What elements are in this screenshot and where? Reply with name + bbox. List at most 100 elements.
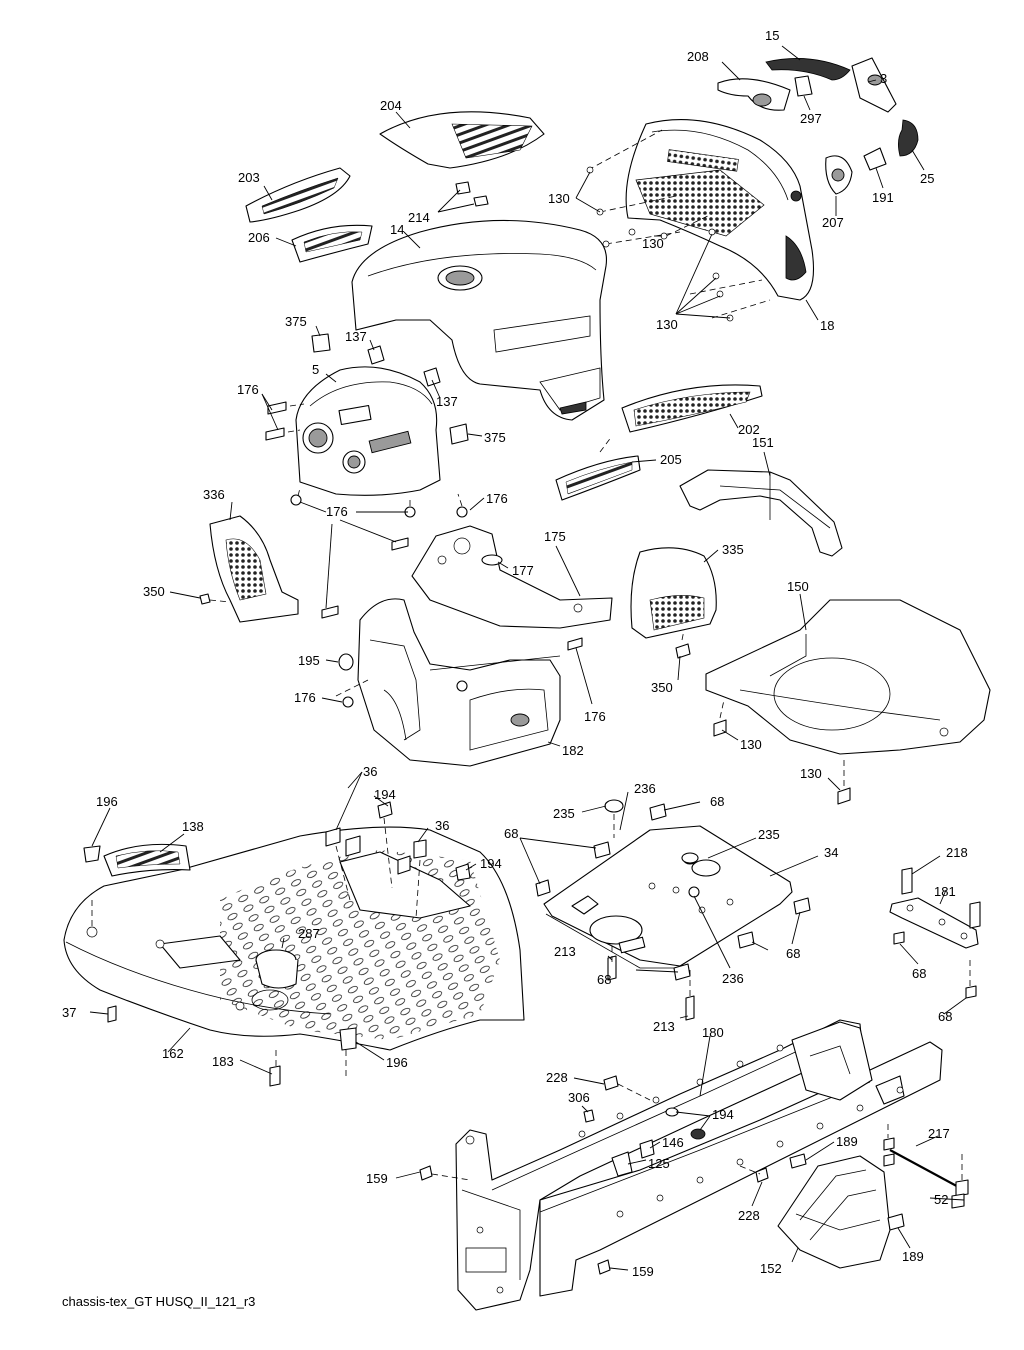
callout-236-a: 236 [634,781,656,796]
part-177-knob [481,554,503,566]
callout-137-a: 137 [345,329,367,344]
callout-150: 150 [787,579,809,594]
callout-350-b: 350 [651,680,673,695]
plate-group [535,799,811,1021]
callout-336: 336 [203,487,225,502]
callout-236-b: 236 [722,971,744,986]
callout-177: 177 [512,563,534,578]
callout-194-a: 194 [374,787,396,802]
callout-130-a: 130 [548,191,570,206]
part-208-bracket [717,78,791,111]
fender-group [321,525,613,767]
callout-146: 146 [662,1135,684,1150]
callout-37: 162 [162,1046,184,1061]
callout-218: 181 [934,884,956,899]
part-235-spacer [604,799,624,813]
callout-196: 138 [182,819,204,834]
callout-125: 125 [648,1156,670,1171]
callout-205: 205 [660,452,682,467]
part-34-plate [543,825,793,967]
callout-287: 37 [62,1005,76,1020]
callout-202: 202 [738,422,760,437]
callout-159-a: 159 [366,1171,388,1186]
callout-18: 18 [820,318,834,333]
part-25-lens [898,119,919,157]
seat-bracket-group [777,1124,969,1269]
callout-175: 175 [544,529,566,544]
callout-180: 180 [702,1025,724,1040]
callout-176-a: 176 [237,382,259,397]
callout-204: 204 [380,98,402,113]
callout-130-b: 130 [642,236,664,251]
callout-68-d: 68 [597,972,611,987]
part-150-pan [705,599,991,755]
part-191-bulb [863,147,887,171]
dash-group [265,333,763,518]
callout-leaders [89,45,967,1271]
callout-159-b: 159 [632,1264,654,1279]
callout-5: 5 [312,362,319,377]
part-15-trim [765,58,851,81]
bracket-group [679,469,991,805]
hood-group [245,57,919,421]
callout-130-c: 130 [656,317,678,332]
callout-195: 195 [298,653,320,668]
callout-375-b: 375 [484,430,506,445]
callout-194-b: 194 [480,856,502,871]
callout-25: 25 [920,171,934,186]
part-217-rod [889,1149,965,1191]
part-14-hood [351,219,608,421]
part-375-clip [311,333,331,353]
part-137-clip [367,345,385,365]
callout-68-f: 68 [938,1009,952,1024]
callout-151: 151 [752,435,774,450]
covers-group [199,515,717,659]
bracket-218-group [889,867,981,999]
callout-176-b: 176 [486,491,508,506]
callout-235-b: 235 [758,827,780,842]
callout-194-c: 194 [712,1107,734,1122]
part-151-bracket [679,469,843,557]
callout-203: 203 [238,170,260,185]
callout-15: 15 [765,28,779,43]
part-181-grommet [83,845,101,863]
callout-137-b: 137 [436,394,458,409]
callout-130-e: 130 [800,766,822,781]
part-5-dash [295,366,441,496]
callout-52: 52 [934,1192,948,1207]
callout-68-e: 68 [912,966,926,981]
callout-130-d: 130 [740,737,762,752]
frame-group [419,1019,943,1311]
callout-176-e: 176 [584,709,606,724]
callout-labels: 15 208 3 297 25 191 207 204 203 214 206 … [62,28,968,1279]
footrest-group [63,801,525,1087]
part-208-lens [752,93,772,107]
callout-34: 34 [824,845,838,860]
callout-217: 217 [928,1126,950,1141]
callout-176-c: 176 [326,504,348,519]
diagram-caption: chassis-tex_GT HUSQ_II_121_r3 [62,1294,256,1309]
part-297-clip [794,75,813,97]
callout-206: 206 [248,230,270,245]
callout-228-a: 228 [546,1070,568,1085]
callout-181-a: 196 [96,794,118,809]
callout-375-a: 375 [285,314,307,329]
callout-335: 335 [722,542,744,557]
callout-214: 214 [408,210,430,225]
callout-68-a: 68 [710,794,724,809]
callout-350-a: 350 [143,584,165,599]
callout-191: 191 [872,190,894,205]
callout-306: 306 [568,1090,590,1105]
callout-36-a: 36 [363,764,377,779]
callout-297: 297 [800,111,822,126]
callout-189-b: 189 [902,1249,924,1264]
callout-228-b: 228 [738,1208,760,1223]
callout-176-d: 176 [294,690,316,705]
callout-68-c: 68 [786,946,800,961]
callout-68-b: 68 [504,826,518,841]
callout-183-b: 213 [653,1019,675,1034]
callout-14: 14 [390,222,404,237]
callout-208: 208 [687,49,709,64]
callout-138: 287 [298,926,320,941]
callout-152: 152 [760,1261,782,1276]
